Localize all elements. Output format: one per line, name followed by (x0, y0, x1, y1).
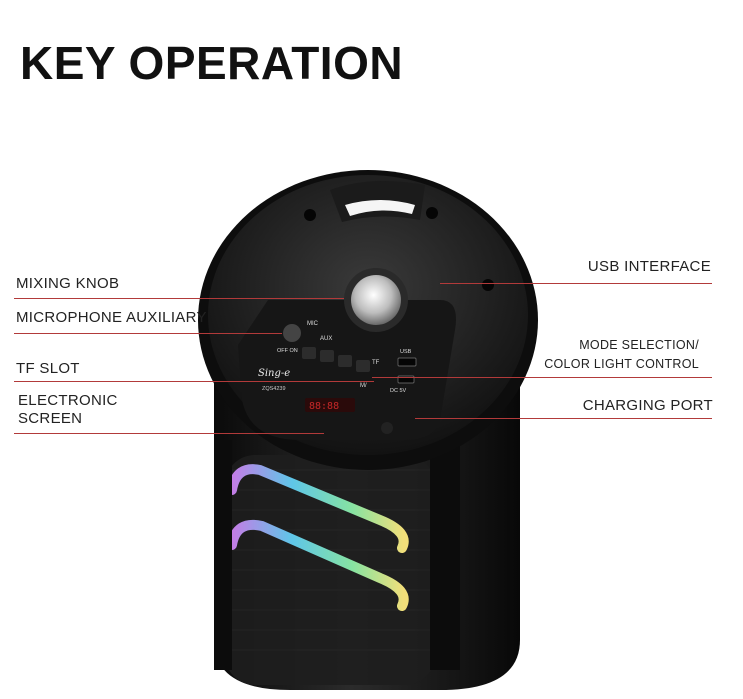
led-ring-bottom (227, 519, 409, 611)
panel-tf-label: TF (372, 360, 380, 366)
label-tf-slot: TF SLOT (16, 360, 80, 377)
panel-dc-label: DC 5V (390, 388, 407, 394)
page-title: KEY OPERATION (20, 37, 404, 89)
electronic-screen (305, 398, 355, 412)
panel-mode-label: M/ (360, 383, 367, 389)
panel-offon-label: OFF ON (277, 348, 298, 354)
svg-text:88:88: 88:88 (309, 401, 339, 412)
leader-line-microphone (14, 333, 282, 335)
leader-line-usb (440, 283, 712, 285)
leader-line-tf-slot (14, 381, 374, 383)
label-electronic-screen-2: SCREEN (18, 410, 83, 427)
panel-mic-label: MIC (307, 321, 319, 327)
label-microphone-auxiliary: MICROPHONE AUXILIARY (16, 309, 207, 326)
leader-line-charging (415, 418, 712, 420)
panel-usb-label: USB (400, 349, 412, 355)
mixing-knob (351, 275, 401, 325)
leader-line-mode (372, 377, 712, 379)
label-electronic-screen-1: ELECTRONIC (18, 392, 118, 409)
panel-brand-label: Sing-e (258, 368, 290, 379)
usb-port (397, 357, 417, 367)
leader-line-mixing-knob (14, 298, 344, 300)
label-mixing-knob: MIXING KNOB (16, 275, 120, 292)
panel-aux-label: AUX (320, 336, 332, 342)
label-charging-port: CHARGING PORT (582, 397, 713, 414)
panel-model-label: ZQS4239 (262, 386, 286, 392)
leader-line-screen (14, 433, 324, 435)
label-usb-interface: USB INTERFACE (587, 258, 711, 275)
label-mode-selection-2: COLOR LIGHT CONTROL (544, 357, 699, 371)
label-mode-selection-1: MODE SELECTION/ (579, 338, 699, 352)
led-ring-top (227, 464, 409, 553)
mic-volume-knob (283, 324, 301, 342)
